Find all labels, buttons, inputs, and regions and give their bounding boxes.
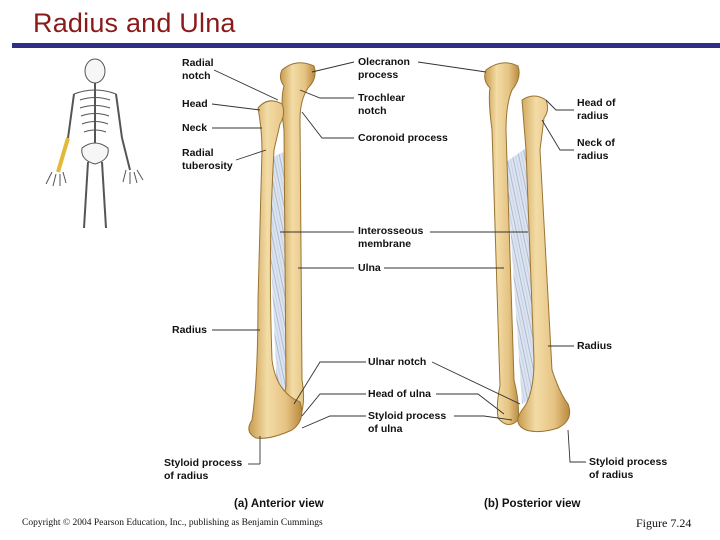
label-head: Head (182, 98, 208, 110)
label-radius-posterior: Radius (577, 340, 613, 352)
leader-olecranon-a (311, 61, 355, 73)
caption-anterior-view: (a) Anterior view (234, 498, 324, 510)
label-radial-tuberosity-line2: tuberosity (182, 159, 233, 172)
label-head-of-radius-line2: radius (577, 109, 609, 122)
label-styloid-radius-posterior-line2: of radius (589, 468, 634, 481)
label-trochlear-notch: Trochlear notch (358, 92, 405, 117)
label-styloid-radius-anterior: Styloid process of radius (164, 457, 242, 482)
label-ulna: Ulna (358, 262, 381, 274)
label-olecranon-line1: Olecranon (358, 56, 410, 68)
caption-posterior-view: (b) Posterior view (484, 498, 581, 510)
copyright-notice: Copyright © 2004 Pearson Education, Inc.… (22, 518, 323, 528)
figure-number: Figure 7.24 (636, 516, 692, 530)
label-head-of-radius-line1: Head of (577, 97, 616, 109)
slide-title: Radius and Ulna (33, 8, 236, 38)
leader-olecranon-b (417, 61, 487, 73)
leader-trochlear (299, 89, 354, 99)
title-rule (12, 43, 720, 48)
label-styloid-process-ulna: Styloid process of ulna (368, 410, 446, 435)
label-neck-of-radius-line1: Neck of (577, 137, 615, 149)
leader-neck-of-radius (541, 119, 574, 151)
label-styloid-ulna-line2: of ulna (368, 422, 403, 435)
label-radial-notch: Radial notch (182, 57, 214, 82)
posterior-radius (517, 95, 571, 433)
label-trochlear-line2: notch (358, 104, 387, 117)
label-radius-anterior: Radius (172, 324, 208, 336)
leader-radial-tuberosity (235, 149, 267, 161)
label-trochlear-line1: Trochlear (358, 92, 406, 104)
label-interosseous-line2: membrane (358, 237, 412, 250)
label-olecranon-process: Olecranon process (358, 56, 410, 81)
label-radial-notch-line2: notch (182, 69, 211, 82)
label-radial-notch-line1: Radial (182, 57, 214, 69)
leader-styloid-ulna-a (301, 415, 366, 429)
label-neck-of-radius: Neck of radius (577, 137, 615, 162)
label-coronoid-process: Coronoid process (358, 132, 448, 144)
label-styloid-ulna-line1: Styloid process (368, 410, 447, 422)
leader-styloid-ulna-b (454, 415, 513, 421)
anterior-radius (248, 100, 303, 439)
label-styloid-radius-posterior: Styloid process of radius (589, 456, 667, 481)
leader-ulnar-notch-b (431, 361, 521, 405)
label-neck: Neck (182, 122, 208, 134)
leader-head (211, 103, 261, 111)
leader-head-of-radius (545, 99, 574, 111)
label-styloid-radius-posterior-line1: Styloid process (589, 456, 668, 468)
label-radial-tuberosity-line1: Radial (182, 147, 214, 159)
label-styloid-radius-anterior-line2: of radius (164, 469, 209, 482)
label-olecranon-line2: process (358, 68, 399, 81)
leader-coronoid (301, 111, 354, 139)
skeleton-locator-icon (45, 58, 144, 229)
label-head-of-radius: Head of radius (577, 97, 616, 122)
leader-styloid-radius-posterior (567, 429, 586, 463)
label-interosseous-membrane: Interosseous membrane (358, 225, 423, 250)
label-head-of-ulna: Head of ulna (368, 388, 432, 400)
leader-head-ulna-b (436, 393, 505, 415)
label-styloid-radius-anterior-line1: Styloid process (164, 457, 243, 469)
label-radial-tuberosity: Radial tuberosity (182, 147, 233, 172)
anterior-ulna (279, 62, 316, 422)
label-neck-of-radius-line2: radius (577, 149, 609, 162)
label-interosseous-line1: Interosseous (358, 225, 424, 237)
leader-radial-notch (213, 69, 279, 101)
leader-ulnar-notch (293, 361, 366, 405)
label-ulnar-notch: Ulnar notch (368, 356, 427, 368)
leader-head-ulna-a (301, 393, 366, 417)
